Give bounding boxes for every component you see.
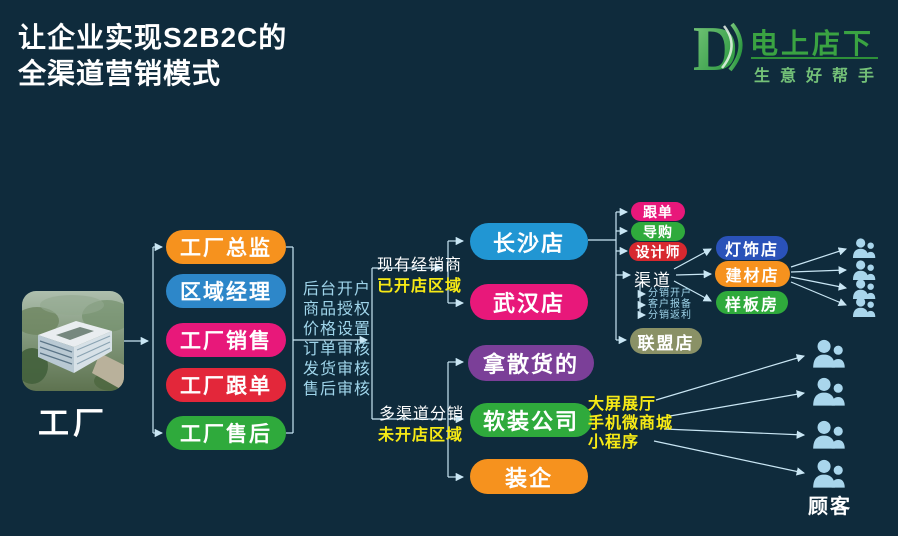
factory-label: 工厂 (38, 406, 108, 441)
multichannel-label: 多渠道分销 (379, 406, 465, 423)
showroom-pill: 样板房 (716, 291, 788, 314)
unopened-region-label: 未开店区域 (378, 427, 464, 444)
people-icon (851, 297, 878, 317)
people-icon (851, 279, 878, 299)
brand-divider (751, 57, 878, 59)
touchpoint-item: 大屏展厅 (588, 396, 657, 413)
channel-subitem: 客户报备 (648, 299, 692, 310)
title-line-2: 全渠道营销模式 (18, 58, 222, 89)
factory-sales-pill: 工厂销售 (166, 323, 286, 357)
touchpoint-item: 小程序 (588, 434, 640, 451)
designer-pill: 设计师 (629, 242, 687, 261)
brand-d-logo-icon: D (694, 16, 743, 82)
touchpoint-list: 大屏展厅 手机微商城 小程序 (588, 395, 673, 452)
people-icon (811, 377, 848, 406)
channel-subitem: 分销返利 (648, 310, 692, 321)
backend-item: 发货审核 (303, 361, 372, 378)
brand-name: 电上店下 (750, 28, 875, 59)
backend-item: 价格设置 (303, 321, 372, 338)
factory-merchandiser-pill: 工厂跟单 (166, 368, 286, 402)
brand-tagline: 生意好帮手 (754, 68, 885, 85)
shopping-guide-pill: 导购 (631, 222, 685, 241)
soft-furnishing-company-pill: 软装公司 (470, 403, 592, 437)
opened-region-label: 已开店区域 (377, 278, 463, 295)
backend-item: 售后审核 (303, 381, 372, 398)
changsha-store-pill: 长沙店 (470, 223, 588, 260)
title-line-1: 让企业实现S2B2C的 (18, 22, 288, 53)
existing-dealer-label: 现有经销商 (377, 257, 463, 274)
merchandiser-pill: 跟单 (631, 202, 685, 221)
backend-item: 商品授权 (303, 301, 372, 318)
building-materials-store-pill: 建材店 (715, 261, 790, 287)
customer-label: 顾客 (808, 496, 852, 518)
people-icon (811, 339, 848, 368)
wuhan-store-pill: 武汉店 (470, 284, 588, 320)
touchpoint-item: 手机微商城 (588, 415, 674, 432)
lighting-store-pill: 灯饰店 (716, 236, 788, 260)
people-icon (811, 420, 848, 449)
alliance-store-pill: 联盟店 (630, 328, 702, 354)
channel-label: 渠道 (634, 271, 672, 290)
channel-subitem-list: 分销开户 客户报备 分销返利 (648, 288, 692, 321)
region-manager-pill: 区域经理 (166, 274, 286, 308)
channel-subitem: 分销开户 (648, 288, 692, 299)
backend-item: 后台开户 (303, 281, 372, 298)
people-icon (851, 238, 878, 258)
bulk-buyer-pill: 拿散货的 (468, 345, 594, 381)
people-icon (811, 459, 848, 488)
factory-director-pill: 工厂总监 (166, 230, 286, 264)
factory-photo (22, 291, 124, 391)
page-title: 让企业实现S2B2C的 全渠道营销模式 (18, 20, 287, 92)
backend-item: 订单审核 (303, 341, 372, 358)
backend-function-list: 后台开户 商品授权 价格设置 订单审核 发货审核 售后审核 (303, 280, 371, 400)
factory-aftersales-pill: 工厂售后 (166, 416, 286, 450)
decoration-company-pill: 装企 (470, 459, 588, 494)
people-icon (851, 260, 878, 280)
